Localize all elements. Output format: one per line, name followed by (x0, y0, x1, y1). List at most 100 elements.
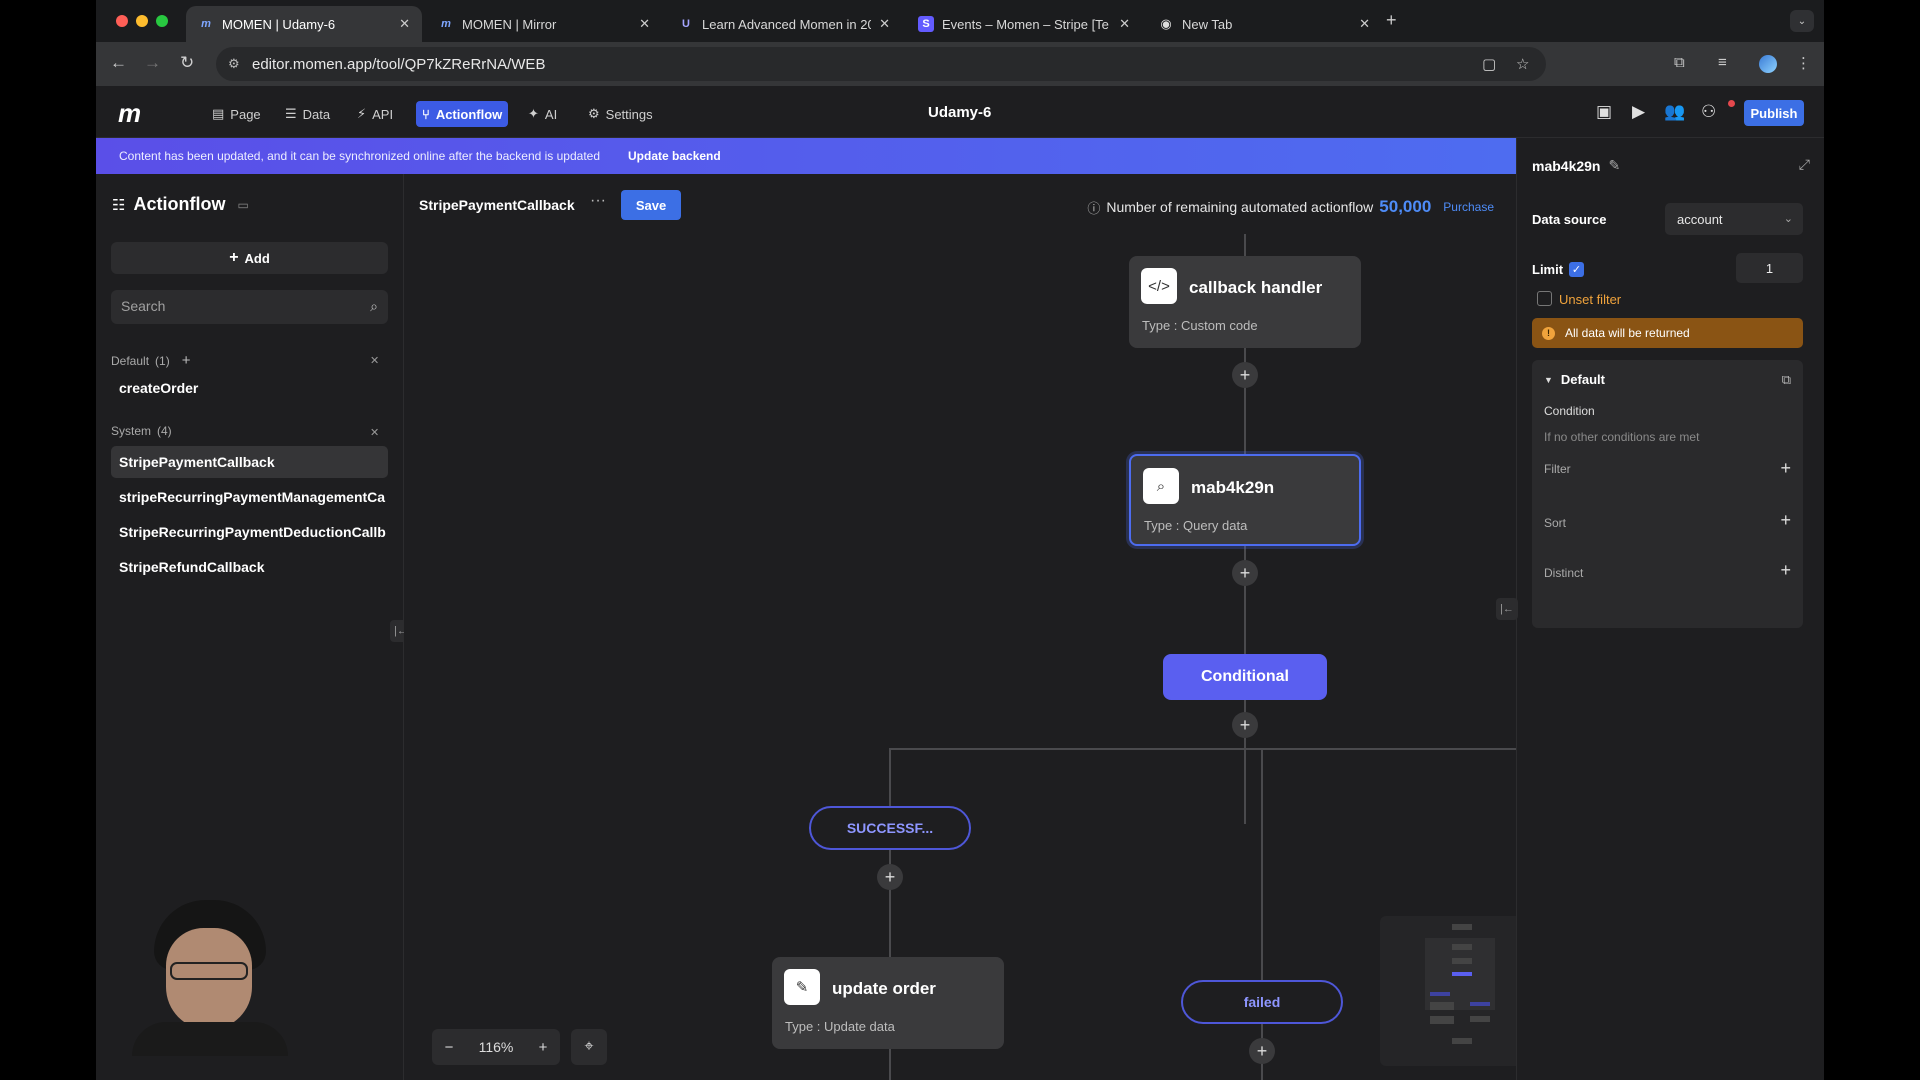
zoom-control: − 116% + (432, 1029, 560, 1065)
list-item[interactable]: StripeRefundCallback (119, 559, 265, 575)
collaborators-icon[interactable]: 👥 (1664, 102, 1686, 121)
flow-node-query-data[interactable]: ⌕ mab4k29n Type : Query data (1129, 454, 1361, 546)
close-tab-icon[interactable]: ✕ (1359, 16, 1370, 31)
bookmark-star-icon[interactable]: ☆ (1516, 56, 1530, 73)
list-item[interactable]: StripeRecurringPaymentDeductionCallb (119, 524, 386, 540)
properties-panel: mab4k29n ✎ ⤢ Data source account ⌄ Limit… (1516, 138, 1824, 1080)
account-settings-icon[interactable]: ⚇ (1701, 102, 1717, 121)
ai-icon: ✦ (528, 106, 539, 121)
install-app-icon[interactable]: ▢ (1482, 56, 1497, 73)
collapse-panel-icon[interactable]: |← (1496, 598, 1518, 620)
browser-tab[interactable]: m MOMEN | Mirror ✕ (426, 6, 662, 42)
url-text[interactable]: editor.momen.app/tool/QP7kZReRrNA/WEB (252, 56, 546, 73)
close-window-button[interactable] (116, 15, 128, 27)
filter-label: Filter (1544, 462, 1571, 476)
branch-success[interactable]: SUCCESSF... (809, 806, 971, 850)
browser-tab[interactable]: ◉ New Tab ✕ (1146, 6, 1382, 42)
nav-page[interactable]: ▤Page (212, 106, 261, 122)
limit-checkbox[interactable]: ✓ (1569, 262, 1584, 277)
list-item[interactable]: createOrder (119, 380, 199, 396)
profile-avatar[interactable] (1759, 55, 1777, 73)
nav-data[interactable]: ☰Data (285, 106, 331, 122)
zoom-in-icon[interactable]: + (538, 1038, 548, 1056)
banner-message: Content has been updated, and it can be … (119, 149, 601, 163)
add-filter-icon[interactable]: + (1780, 458, 1791, 478)
save-button[interactable]: Save (621, 190, 681, 220)
address-bar[interactable]: ⚙ editor.momen.app/tool/QP7kZReRrNA/WEB … (216, 47, 1546, 81)
add-node-button[interactable]: + (1249, 1038, 1275, 1064)
media-control-icon[interactable]: ≡ (1718, 54, 1727, 71)
collapse-group-icon[interactable]: ✕ (370, 355, 380, 367)
flow-canvas[interactable]: StripePaymentCallback ··· Save ⓘ Number … (404, 174, 1516, 1080)
list-item[interactable]: StripePaymentCallback (111, 446, 388, 478)
conditional-node[interactable]: Conditional (1163, 654, 1327, 700)
expand-panel-icon[interactable]: ⤢ (1798, 156, 1810, 172)
site-info-icon[interactable]: ⚙ (228, 56, 240, 71)
group-header-system[interactable]: System (4) (111, 424, 172, 438)
browser-tab[interactable]: U Learn Advanced Momen in 20 ✕ (666, 6, 902, 42)
update-backend-link[interactable]: Update backend (628, 149, 721, 163)
maximize-window-button[interactable] (156, 15, 168, 27)
close-tab-icon[interactable]: ✕ (879, 16, 890, 31)
default-section-header[interactable]: ▼ Default (1544, 372, 1605, 387)
search-icon[interactable]: ⌕ (370, 298, 378, 314)
nav-actionflow[interactable]: ⑂Actionflow (416, 101, 509, 127)
limit-input[interactable]: 1 (1736, 253, 1803, 283)
search-input[interactable] (121, 298, 351, 314)
add-node-button[interactable]: + (1232, 362, 1258, 388)
caret-down-icon: ▼ (1544, 374, 1553, 385)
extensions-icon[interactable]: ⧉ (1674, 54, 1685, 71)
connector-line (1261, 748, 1263, 1080)
add-node-button[interactable]: + (1232, 560, 1258, 586)
info-icon: ⓘ (1087, 200, 1101, 216)
flow-node-update-order[interactable]: ✎ update order Type : Update data (772, 957, 1004, 1049)
minimap[interactable] (1380, 916, 1516, 1066)
branch-failed[interactable]: failed (1181, 980, 1343, 1024)
add-actionflow-button[interactable]: + Add (111, 242, 388, 274)
tab-search-button[interactable]: ⌄ (1790, 10, 1814, 32)
nav-ai[interactable]: ✦AI (528, 106, 558, 122)
warning-icon: ! (1542, 326, 1555, 340)
nav-api[interactable]: ⚡API (357, 106, 394, 122)
actionflow-icon: ☷ (112, 196, 126, 214)
forward-arrow-icon[interactable]: → (144, 53, 161, 72)
momen-logo[interactable]: m (118, 98, 141, 128)
list-item[interactable]: stripeRecurringPaymentManagementCa (119, 489, 386, 505)
document-icon[interactable]: ▣ (1596, 102, 1613, 121)
chrome-menu-icon[interactable]: ⋮ (1796, 55, 1811, 72)
collapse-group-icon[interactable]: ✕ (370, 427, 380, 439)
flow-node-callback-handler[interactable]: </> callback handler Type : Custom code (1129, 256, 1361, 348)
more-options-icon[interactable]: ··· (590, 192, 606, 209)
locate-center-icon[interactable]: ⌖ (571, 1029, 607, 1065)
close-tab-icon[interactable]: ✕ (399, 16, 410, 31)
publish-button[interactable]: Publish (1744, 100, 1804, 126)
plus-icon: + (229, 249, 239, 266)
data-source-label: Data source (1532, 212, 1607, 227)
close-tab-icon[interactable]: ✕ (1119, 16, 1130, 31)
new-tab-button[interactable]: + (1386, 10, 1397, 30)
group-header-default[interactable]: Default (1) + (111, 352, 191, 369)
data-source-select[interactable]: account ⌄ (1665, 203, 1803, 235)
unset-filter-label[interactable]: Unset filter (1559, 292, 1622, 307)
docs-book-icon[interactable]: ▭ (237, 197, 249, 212)
actionflow-icon: ⑂ (422, 106, 430, 122)
add-sort-icon[interactable]: + (1780, 510, 1791, 530)
edit-pencil-icon[interactable]: ✎ (1608, 157, 1621, 173)
add-to-group-icon[interactable]: + (181, 352, 191, 369)
back-arrow-icon[interactable]: ← (110, 53, 127, 72)
unset-filter-checkbox[interactable] (1537, 291, 1552, 306)
chevron-down-icon: ⌄ (1783, 213, 1793, 225)
close-tab-icon[interactable]: ✕ (639, 16, 650, 31)
browser-tab[interactable]: m MOMEN | Udamy-6 ✕ (186, 6, 422, 42)
add-distinct-icon[interactable]: + (1780, 560, 1791, 580)
zoom-out-icon[interactable]: − (444, 1038, 454, 1056)
add-node-button[interactable]: + (1232, 712, 1258, 738)
copy-icon[interactable]: ⧉ (1781, 372, 1791, 387)
nav-settings[interactable]: ⚙Settings (588, 106, 653, 122)
browser-tab[interactable]: S Events – Momen – Stripe [Te ✕ (906, 6, 1142, 42)
add-node-button[interactable]: + (877, 864, 903, 890)
purchase-link[interactable]: Purchase (1443, 200, 1494, 214)
reload-icon[interactable]: ↻ (180, 53, 195, 72)
minimize-window-button[interactable] (136, 15, 148, 27)
preview-play-icon[interactable]: ▶ (1632, 102, 1646, 121)
